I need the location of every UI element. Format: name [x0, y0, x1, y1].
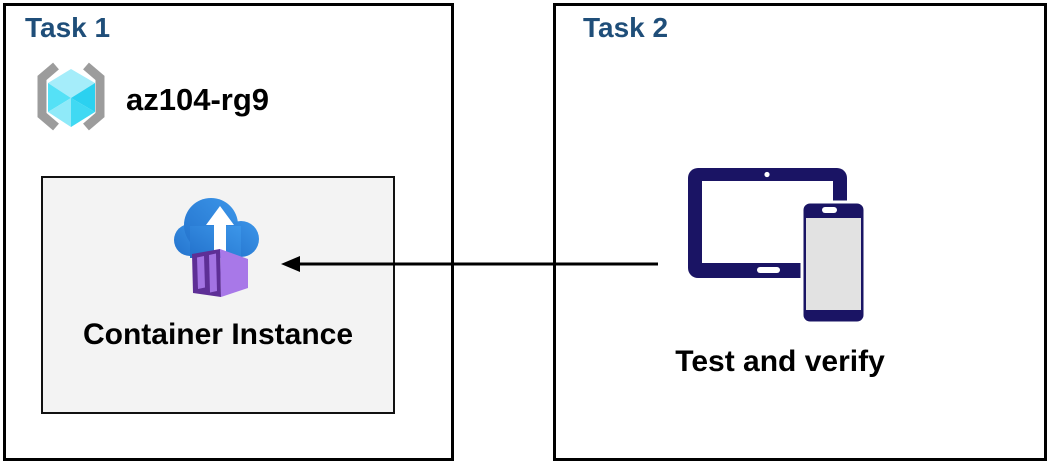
task2-title: Task 2	[583, 12, 669, 43]
bracket-left-icon	[37, 62, 59, 131]
phone-icon	[800, 200, 867, 325]
bracket-right-icon	[83, 62, 105, 131]
upload-arrow-icon	[206, 206, 234, 252]
container-instance-icon	[174, 198, 259, 297]
resource-group-icon	[37, 62, 105, 131]
task1-title: Task 1	[25, 12, 111, 43]
devices-icon	[688, 168, 867, 325]
container-box-icon	[192, 249, 248, 297]
resource-group-name: az104-rg9	[126, 82, 270, 117]
cube-icon	[48, 69, 95, 127]
connector-arrow-icon	[281, 256, 658, 272]
device-label: Test and verify	[675, 345, 885, 378]
container-instance-label: Container Instance	[82, 318, 354, 351]
